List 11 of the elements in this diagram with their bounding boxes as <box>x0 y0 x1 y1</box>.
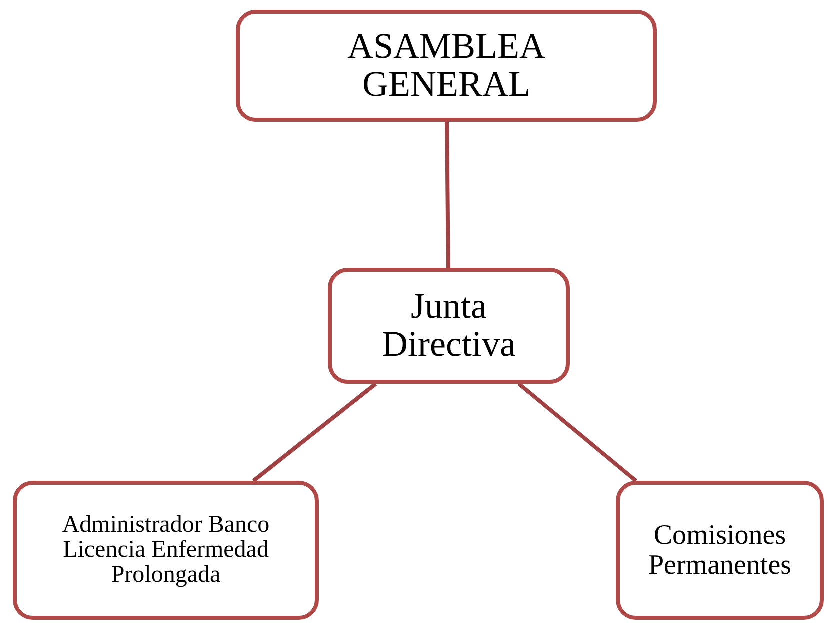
box-label: Junta Directiva <box>381 288 517 364</box>
org-box <box>328 268 570 384</box>
org-box <box>616 481 824 620</box>
box-label: Administrador Banco Licencia Enfermedad Prolongada <box>61 512 271 588</box>
org-box <box>13 481 319 620</box>
connector-line <box>252 382 378 483</box>
connector-line <box>445 122 450 268</box>
connector-line <box>518 382 638 483</box>
org-box <box>236 10 657 122</box>
box-label: ASAMBLEA GENERAL <box>346 28 547 104</box>
box-label: Comisiones Permanentes <box>647 521 793 580</box>
